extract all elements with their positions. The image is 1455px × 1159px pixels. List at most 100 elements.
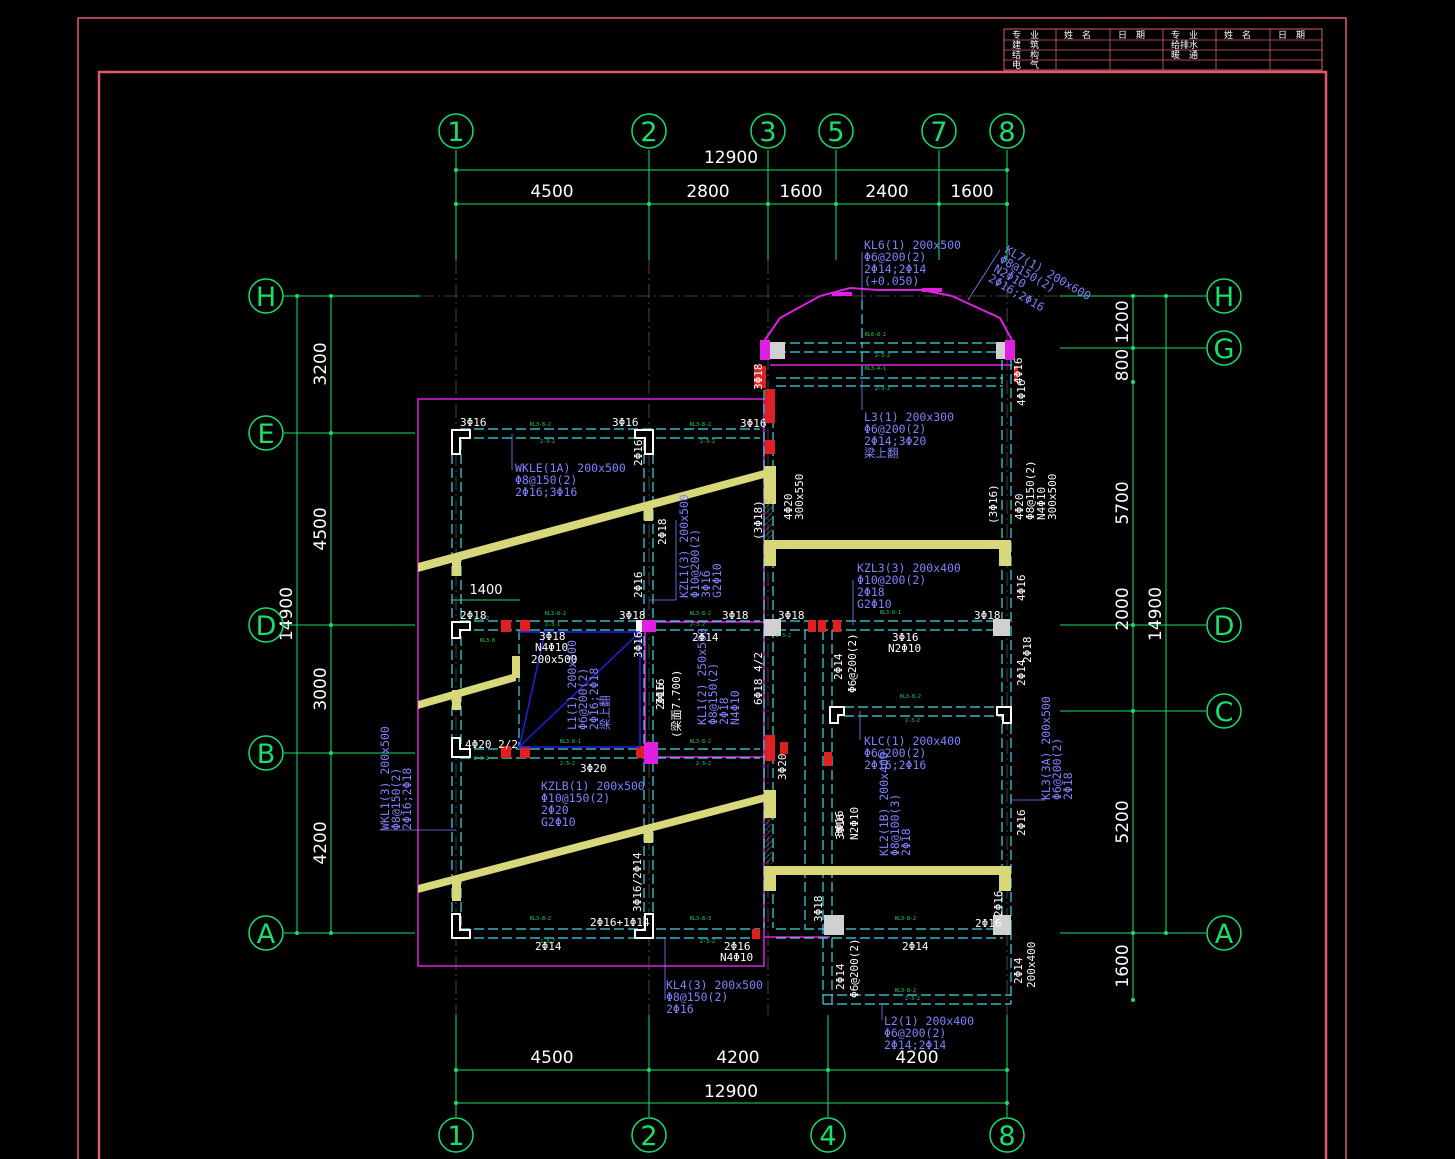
svg-text:(梁面7.700): (梁面7.700) [669,670,683,738]
grid-lines-dashed [420,260,1060,1015]
corner-columns [451,429,1012,939]
stair-slabs [418,466,1011,901]
dim-top-3: 1600 [779,182,822,202]
svg-text:KL6(1) 200x500: KL6(1) 200x500 [864,238,961,252]
svg-text:KL3-8-1: KL3-8-1 [880,610,901,616]
svg-text:Φ6@200(2): Φ6@200(2) [864,746,926,760]
title-block: 专 业 姓 名 日 期 专 业 姓 名 日 期 建 筑 给排水 结 构 暖 通 … [1003,28,1323,71]
svg-text:2-3-1: 2-3-1 [545,622,560,628]
magenta-column-blocks [636,288,1015,764]
svg-text:3Φ18: 3Φ18 [619,609,646,622]
svg-text:Φ8@150(2): Φ8@150(2) [666,990,728,1004]
dim-left-total: 14900 [277,587,297,641]
svg-text:KL3-4-1: KL3-4-1 [865,366,886,372]
svg-text:3Φ20: 3Φ20 [580,762,607,775]
dim-top-total: 12900 [704,148,758,168]
svg-text:N4Φ10: N4Φ10 [720,951,753,964]
wkl1-label: WKL1(3) 200x500 Φ8@150(2) 2Φ16;2Φ18 [378,726,414,830]
dim-left-4: 4200 [311,821,331,864]
svg-text:2Φ20: 2Φ20 [541,803,569,817]
svg-text:4Φ20 2/2: 4Φ20 2/2 [465,738,518,751]
svg-text:4Φ16: 4Φ16 [1012,358,1025,385]
svg-text:2-3-2: 2-3-2 [776,633,791,639]
svg-text:2-3-2: 2-3-2 [690,622,705,628]
svg-text:WKL1(3) 200x500: WKL1(3) 200x500 [378,726,392,830]
red-columns [501,366,1018,939]
inner-sheet-frame [97,70,1328,1159]
klc-label: KLC(1) 200x400 Φ6@200(2) 2Φ16;2Φ16 [864,734,961,772]
svg-text:2Φ14;2Φ14: 2Φ14;2Φ14 [864,262,926,276]
svg-text:KL3-8-1: KL3-8-1 [560,739,581,745]
svg-text:KL3-8-2: KL3-8-2 [895,916,916,922]
dim-opening: 1400 [469,583,502,598]
l2-label: L2(1) 200x400 Φ6@200(2) 2Φ14;2Φ14 [884,1014,974,1052]
svg-text:3Φ18: 3Φ18 [539,630,566,643]
svg-text:3Φ18: 3Φ18 [722,609,749,622]
svg-text:KZL1(3) 200x500: KZL1(3) 200x500 [677,494,691,598]
axis-bubble-bottom-1: 1 [447,1121,464,1152]
axis-bubble-left-A: A [257,919,276,950]
svg-text:4Φ20: 4Φ20 [1013,494,1026,521]
dim-left-2: 4500 [311,507,331,550]
kl6-label: KL6(1) 200x500 Φ6@200(2) 2Φ14;2Φ14 (+0.0… [864,238,961,288]
svg-text:KL2(1B) 200x400: KL2(1B) 200x400 [877,752,891,856]
dim-right-1: 1200 [1113,300,1133,343]
dim-left-1: 3200 [311,342,331,385]
svg-text:L2(1) 200x400: L2(1) 200x400 [884,1014,974,1028]
svg-text:2Φ16: 2Φ16 [724,940,751,953]
kl2-label: KL2(1B) 200x400 Φ8@100(3) 2Φ18 [877,752,913,856]
tb-r2c4: 给排水 [1171,39,1198,51]
svg-text:2Φ14: 2Φ14 [834,963,847,990]
svg-text:2Φ18: 2Φ18 [1021,637,1034,664]
col-right-label: 4Φ20 Φ8@150(2) N4Φ10 300x500 [1013,460,1059,520]
n4-label: N4Φ10 200x500 [531,641,577,666]
svg-text:Φ8@150(2): Φ8@150(2) [1024,460,1037,520]
outer-sheet-frame [77,17,1347,1159]
svg-text:KL3-8-2: KL3-8-2 [895,988,916,994]
tb-r4c1: 电 气 [1012,59,1039,71]
axis-bubble-top-8: 8 [998,117,1015,148]
tb-r1c6: 日 期 [1278,30,1305,41]
axis-bubble-top-7: 7 [930,117,947,148]
dim-right-5: 5200 [1113,800,1133,843]
svg-text:3Φ20: 3Φ20 [776,754,789,781]
svg-text:3Φ16/2Φ14: 3Φ16/2Φ14 [631,852,644,912]
hatched-wall-lower [764,818,772,864]
kl7-label: KL7(1) 200x600 Φ8@150(2) N2Φ10 2Φ16;2Φ16 [986,242,1094,314]
svg-text:2Φ16: 2Φ16 [632,572,645,599]
svg-text:2Φ14: 2Φ14 [692,631,719,644]
tb-r1c4: 专 业 [1171,29,1198,41]
svg-text:2Φ14;3Φ20: 2Φ14;3Φ20 [864,434,926,448]
magenta-outlines [417,286,1015,967]
svg-text:Φ6@200(2): Φ6@200(2) [1050,738,1064,800]
svg-text:Φ8@150(2): Φ8@150(2) [389,768,403,830]
kl3-label: KL3(3A) 200x500 Φ6@200(2) 2Φ18 [1039,696,1075,800]
svg-text:KL6-8-2: KL6-8-2 [865,332,886,338]
svg-text:3Φ16: 3Φ16 [612,416,639,429]
svg-text:6Φ18 4/2: 6Φ18 4/2 [752,652,765,705]
axis-bubble-right-D: D [1214,611,1235,642]
dim-right-6: 1600 [1113,944,1133,987]
svg-text:Φ6@200(2): Φ6@200(2) [864,250,926,264]
svg-text:KL3-8-2: KL3-8-2 [690,611,711,617]
svg-text:300x550: 300x550 [793,474,806,520]
svg-text:2Φ18: 2Φ18 [717,697,731,725]
svg-text:2-3-2: 2-3-2 [696,761,711,767]
l3-label: L3(1) 200x300 Φ6@200(2) 2Φ14;3Φ20 梁上翻 [864,410,954,460]
svg-text:G2Φ10: G2Φ10 [541,815,576,829]
svg-text:Φ8@100(3): Φ8@100(3) [888,794,902,856]
svg-text:N4Φ10: N4Φ10 [1035,487,1048,520]
svg-text:3Φ16: 3Φ16 [632,632,645,659]
svg-text:2Φ16;2Φ18: 2Φ16;2Φ18 [587,668,601,730]
svg-text:2Φ14: 2Φ14 [832,653,845,680]
svg-text:2Φ14: 2Φ14 [1012,957,1025,984]
wkle-label: WKLE(1A) 200x500 Φ8@150(2) 2Φ16;3Φ16 [515,461,626,499]
svg-text:2-3-2: 2-3-2 [905,996,920,1002]
dimension-lines [296,169,1167,1104]
svg-text:3Φ18: 3Φ18 [778,609,805,622]
svg-text:KL3-8-2: KL3-8-2 [900,694,921,700]
svg-text:L3(1) 200x300: L3(1) 200x300 [864,410,954,424]
svg-text:WKLE(1A) 200x500: WKLE(1A) 200x500 [515,461,626,475]
svg-text:3Φ16: 3Φ16 [460,416,487,429]
